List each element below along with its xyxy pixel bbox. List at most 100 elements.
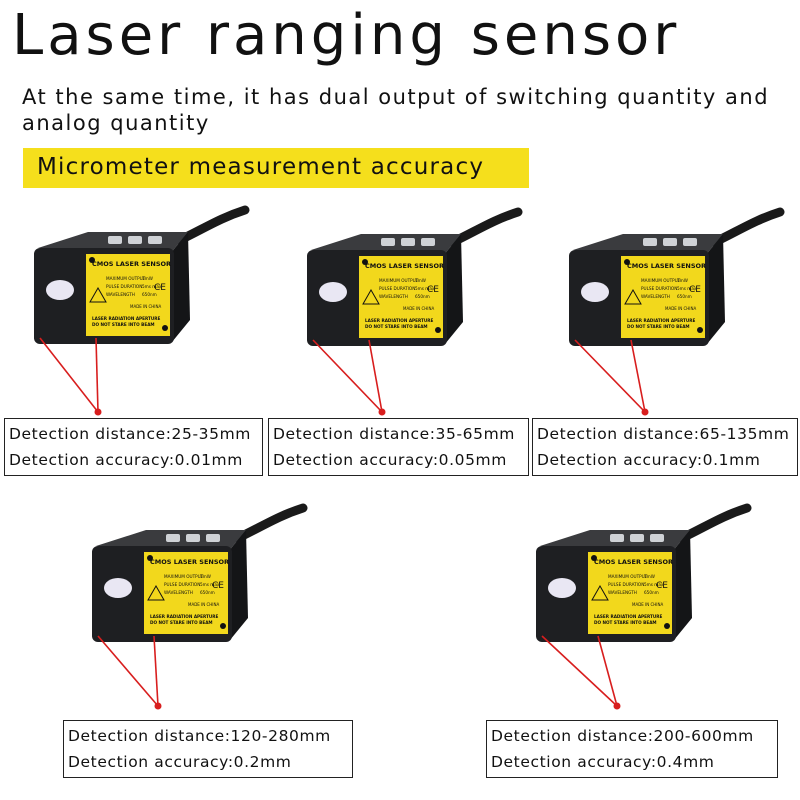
label-spec-value: 5ms max (677, 286, 697, 291)
button-1 (643, 238, 657, 246)
label-spec-value: 1mW (644, 574, 655, 579)
label-made-in: MADE IN CHINA (632, 602, 663, 607)
label-warning-line: LASER RADIATION APERTURE (365, 318, 434, 323)
laser-beam-line (39, 337, 99, 413)
label-spec: WAVELENGTH (164, 590, 193, 595)
detection-accuracy: Detection accuracy:0.01mm (9, 451, 243, 469)
subtitle: At the same time, it has dual output of … (22, 85, 770, 135)
label-spec: MAXIMUM OUTPUT (641, 278, 681, 283)
warning-label (588, 552, 672, 634)
laser-spot (154, 702, 162, 710)
lens (46, 280, 74, 300)
spec-box-2: Detection distance:35-65mm Detection acc… (268, 418, 529, 476)
label-spec: PULSE DURATION (164, 582, 200, 587)
spec-box-3: Detection distance:65-135mm Detection ac… (532, 418, 798, 476)
label-spec-value: 5ms max (644, 582, 664, 587)
laser-spot (94, 408, 102, 416)
button-3 (683, 238, 697, 246)
label-brand: CMOS LASER SENSOR (92, 260, 171, 268)
detection-distance: Detection distance:35-65mm (273, 425, 515, 443)
button-1 (166, 534, 180, 542)
label-spec-value: 1mW (415, 278, 426, 283)
laser-warning-icon (89, 286, 107, 303)
label-spec-value: 5ms max (415, 286, 435, 291)
ce-mark: CE (427, 285, 439, 295)
button-2 (128, 236, 142, 244)
screw-hole (697, 327, 703, 333)
label-spec: PULSE DURATION (641, 286, 677, 291)
lens (104, 578, 132, 598)
label-spec: WAVELENGTH (608, 590, 637, 595)
ce-mark: CE (154, 283, 166, 293)
lens (581, 282, 609, 302)
laser-warning-icon (362, 288, 380, 305)
button-1 (610, 534, 624, 542)
label-warning-line: DO NOT STARE INTO BEAM (594, 620, 657, 625)
screw-hole (362, 259, 368, 265)
screw-hole (89, 257, 95, 263)
button-2 (401, 238, 415, 246)
screw-hole (591, 555, 597, 561)
button-2 (186, 534, 200, 542)
button-3 (148, 236, 162, 244)
label-spec-value: 5ms max (200, 582, 220, 587)
button-3 (206, 534, 220, 542)
detection-accuracy: Detection accuracy:0.4mm (491, 753, 715, 771)
label-spec-value: 1mW (200, 574, 211, 579)
label-spec-value: 650nm (142, 292, 157, 297)
label-spec: MAXIMUM OUTPUT (379, 278, 419, 283)
button-3 (650, 534, 664, 542)
label-spec: WAVELENGTH (106, 292, 135, 297)
screw-hole (162, 325, 168, 331)
laser-beam-line (630, 339, 646, 413)
laser-warning-icon (147, 584, 165, 601)
label-brand: CMOS LASER SENSOR (365, 262, 444, 270)
cable (677, 503, 752, 543)
label-spec: WAVELENGTH (641, 294, 670, 299)
label-brand: CMOS LASER SENSOR (150, 558, 229, 566)
laser-warning-icon (591, 584, 609, 601)
label-spec: MAXIMUM OUTPUT (164, 574, 204, 579)
screw-hole (664, 623, 670, 629)
screw-hole (147, 555, 153, 561)
laser-beam-line (97, 635, 159, 707)
label-spec: PULSE DURATION (379, 286, 415, 291)
label-warning-line: DO NOT STARE INTO BEAM (150, 620, 213, 625)
screw-hole (220, 623, 226, 629)
housing-side (705, 234, 725, 344)
spec-box-5: Detection distance:200-600mm Detection a… (486, 720, 778, 778)
housing-side (170, 232, 190, 342)
detection-accuracy: Detection accuracy:0.1mm (537, 451, 761, 469)
warning-label (86, 254, 170, 336)
laser-beam-line (153, 635, 159, 707)
detection-distance: Detection distance:200-600mm (491, 727, 754, 745)
warning-label (621, 256, 705, 338)
ce-mark: CE (656, 581, 668, 591)
sensor-drawing: CMOS LASER SENSOR MAXIMUM OUTPUT1mWPULSE … (307, 207, 523, 346)
detection-accuracy: Detection accuracy:0.05mm (273, 451, 507, 469)
label-warning-line: DO NOT STARE INTO BEAM (627, 324, 690, 329)
detection-distance: Detection distance:120-280mm (68, 727, 331, 745)
laser-beam-line (95, 337, 99, 413)
housing-side (443, 234, 463, 344)
label-warning-line: DO NOT STARE INTO BEAM (92, 322, 155, 327)
button-3 (421, 238, 435, 246)
spec-box-1: Detection distance:25-35mm Detection acc… (4, 418, 263, 476)
detection-distance: Detection distance:25-35mm (9, 425, 251, 443)
housing-side (672, 530, 692, 640)
laser-warning-icon (624, 288, 642, 305)
screw-hole (624, 259, 630, 265)
label-warning-line: LASER RADIATION APERTURE (594, 614, 663, 619)
page-title: Laser ranging sensor (12, 3, 681, 68)
lens (319, 282, 347, 302)
laser-spot (378, 408, 386, 416)
laser-beam-line (312, 339, 383, 413)
warning-label (144, 552, 228, 634)
